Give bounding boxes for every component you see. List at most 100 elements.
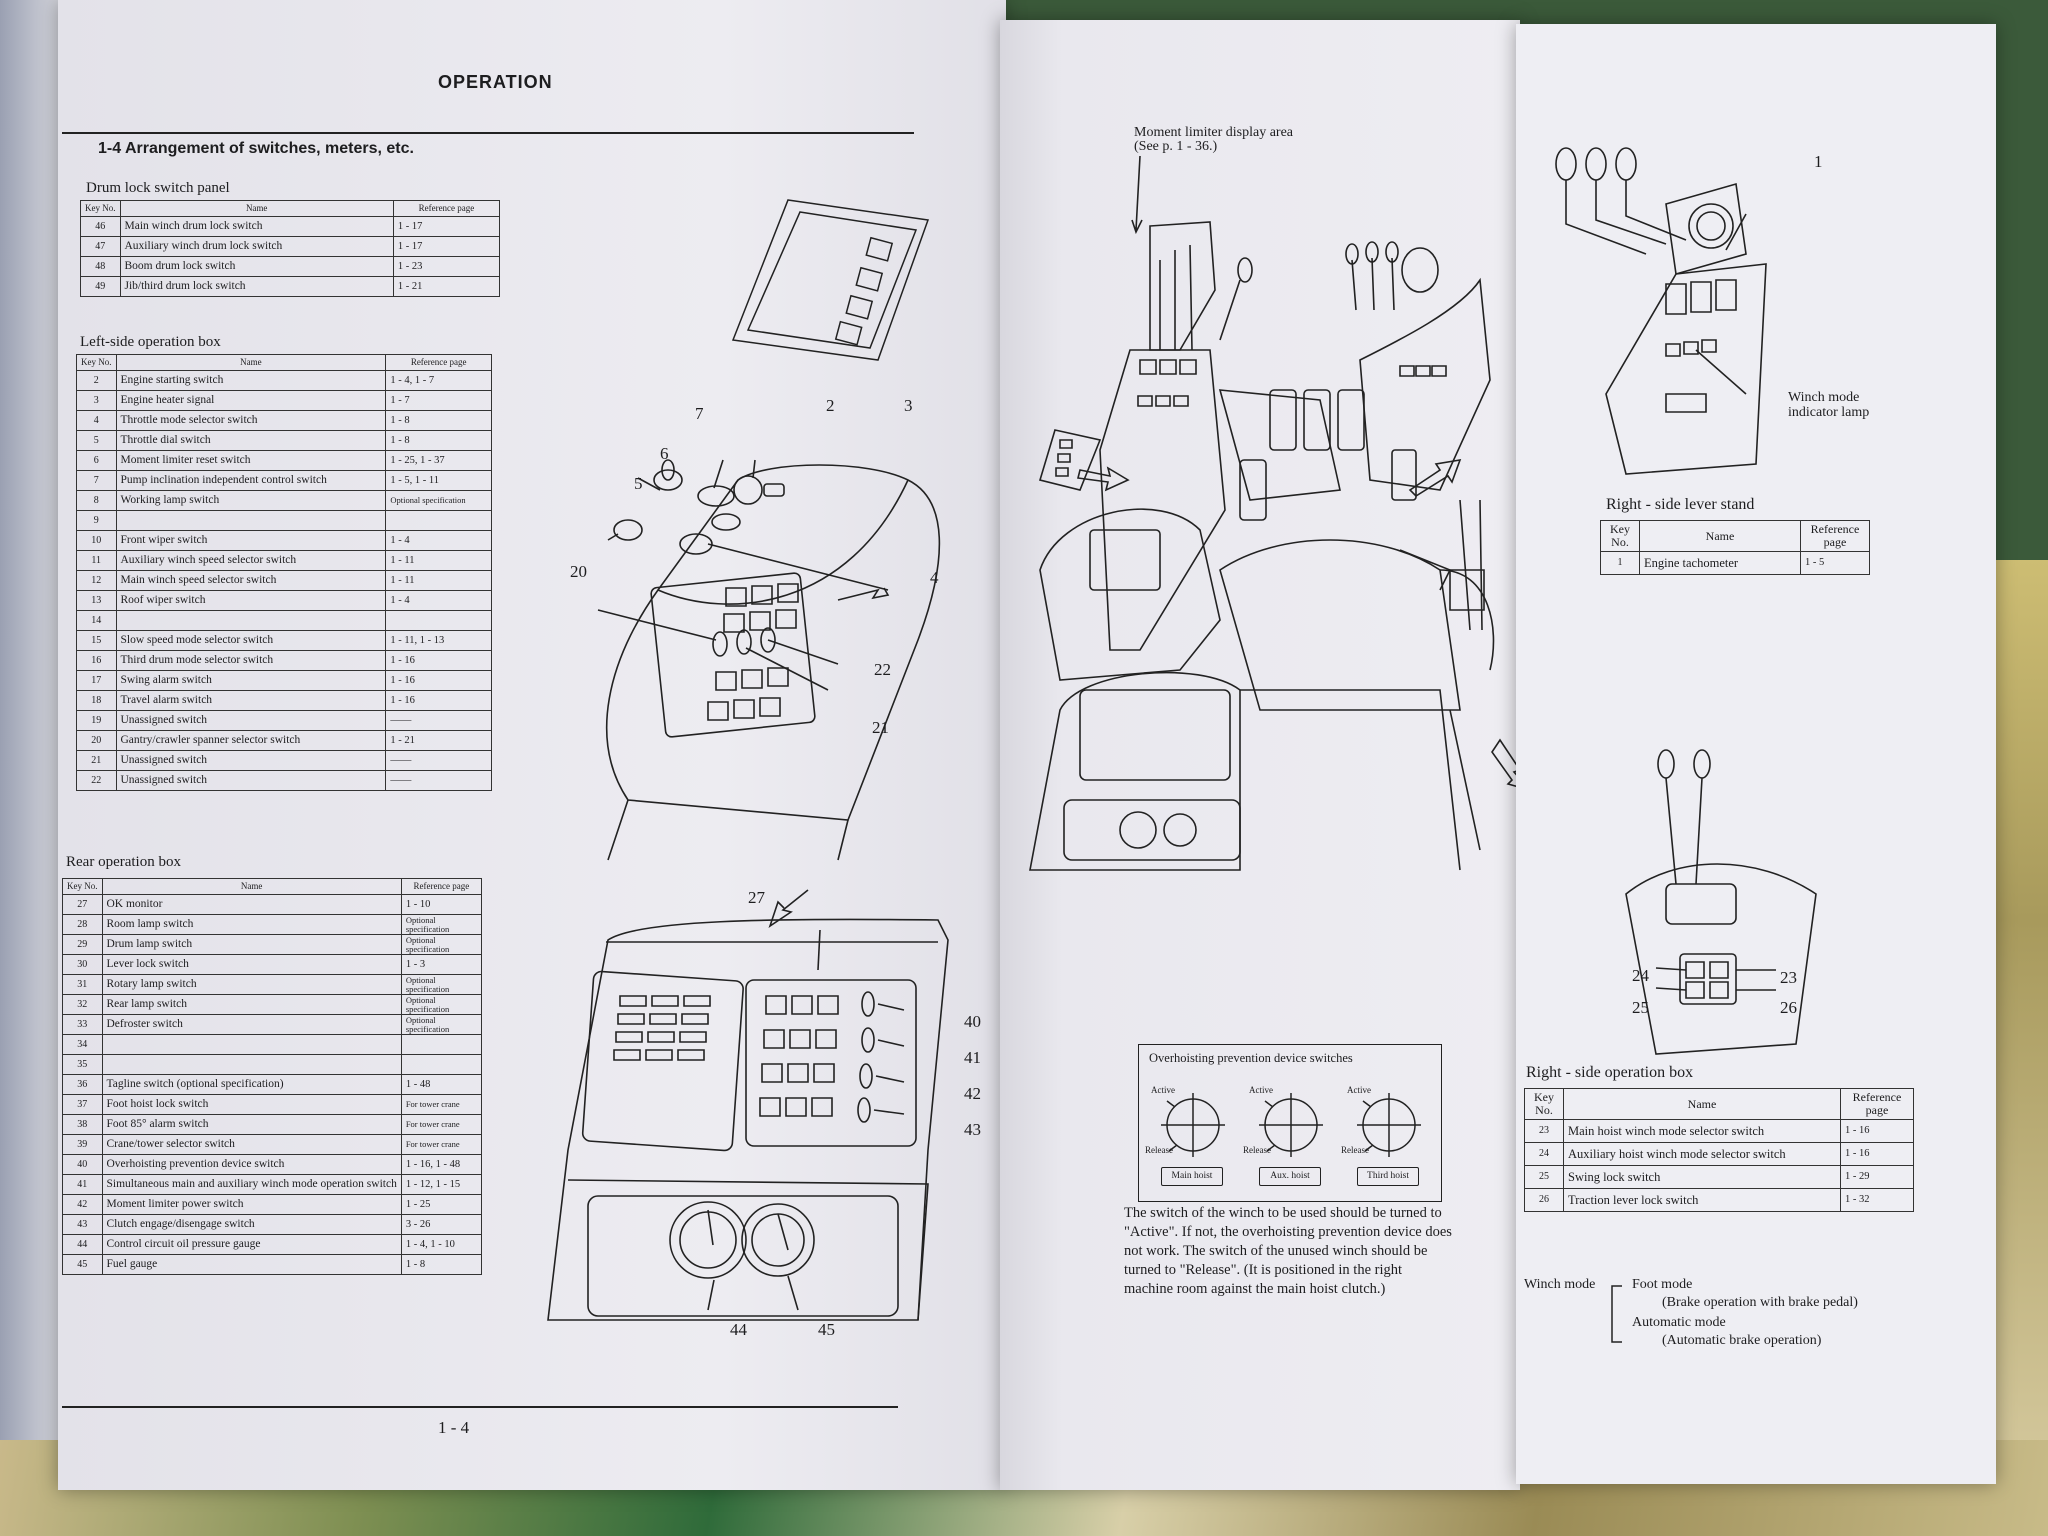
- name-cell: Roof wiper switch: [115, 590, 387, 611]
- winch-mode-bracket: [1608, 1282, 1628, 1352]
- key-no-cell: 30: [62, 954, 103, 975]
- aux-hoist-button[interactable]: Aux. hoist: [1259, 1167, 1321, 1186]
- reference-page-cell: 1 - 4, 1 - 7: [385, 370, 492, 391]
- key-no-cell: 39: [62, 1134, 103, 1155]
- name-cell: Moment limiter power switch: [101, 1194, 402, 1215]
- table-header: Key No. Name Reference page: [1600, 520, 1870, 552]
- reference-page-cell: 1 - 16: [385, 670, 492, 691]
- callout-45: 45: [818, 1320, 835, 1339]
- reference-page-cell: For tower crane: [400, 1134, 483, 1155]
- reference-page-cell: 1 - 3: [400, 954, 483, 975]
- name-cell: Gantry/crawler spanner selector switch: [115, 730, 387, 751]
- name-cell: Boom drum lock switch: [119, 256, 394, 277]
- name-cell: Engine starting switch: [115, 370, 387, 391]
- table-row: 34: [62, 1034, 483, 1055]
- key-no-cell: 19: [76, 710, 117, 731]
- switch-dial-icon: [1251, 1089, 1331, 1159]
- name-cell: [101, 1054, 402, 1075]
- cab-overview-drawing: [1020, 150, 1520, 870]
- reference-page-cell: 1 - 16: [385, 690, 492, 711]
- moment-limiter-label: Moment limiter display area (See p. 1 - …: [1134, 125, 1294, 154]
- table-row: 35: [62, 1054, 483, 1075]
- reference-page-cell: 1 - 11: [385, 570, 492, 591]
- name-cell: Fuel gauge: [101, 1254, 402, 1275]
- key-no-cell: 4: [76, 410, 117, 431]
- callout-42: 42: [964, 1084, 981, 1103]
- key-no-cell: 49: [80, 276, 121, 297]
- key-no-cell: 21: [76, 750, 117, 771]
- callout-24: 24: [1632, 966, 1649, 985]
- reference-page-cell: Optional specification: [400, 914, 483, 935]
- key-no-cell: 35: [62, 1054, 103, 1075]
- key-no-cell: 11: [76, 550, 117, 571]
- foot-mode: Foot mode: [1632, 1277, 1693, 1292]
- key-no-cell: 31: [62, 974, 103, 995]
- reference-page-cell: 1 - 17: [392, 236, 501, 257]
- reference-page-cell: 1 - 16: [1840, 1119, 1914, 1143]
- key-no-cell: 29: [62, 934, 103, 955]
- winch-mode-label: Winch mode: [1524, 1277, 1596, 1292]
- name-cell: Moment limiter reset switch: [115, 450, 387, 471]
- key-no-cell: 14: [76, 610, 117, 631]
- key-no-cell: 2: [76, 370, 117, 391]
- callout-44: 44: [730, 1320, 747, 1339]
- reference-page-cell: 1 - 16: [385, 650, 492, 671]
- key-no-cell: 16: [76, 650, 117, 671]
- reference-page-cell: Optional specification: [400, 934, 483, 955]
- callout-7: 7: [695, 404, 704, 423]
- key-no-cell: 9: [76, 510, 117, 531]
- aux-hoist-switch: Active Release Aux. hoist: [1243, 1079, 1335, 1189]
- key-no-cell: 42: [62, 1194, 103, 1215]
- name-cell: Traction lever lock switch: [1563, 1188, 1841, 1212]
- reference-page-cell: [385, 610, 492, 631]
- key-no-cell: 44: [62, 1234, 103, 1255]
- switch-dial-icon: [1349, 1089, 1429, 1159]
- callout-3: 3: [904, 396, 913, 415]
- overhoist-note: The switch of the winch to be used shoul…: [1124, 1205, 1452, 1297]
- callout-21: 21: [872, 718, 889, 737]
- key-no-cell: 32: [62, 994, 103, 1015]
- name-cell: Main winch drum lock switch: [119, 216, 394, 237]
- main-hoist-button[interactable]: Main hoist: [1161, 1167, 1223, 1186]
- reference-page-cell: Optional specification: [385, 490, 492, 511]
- name-cell: Throttle mode selector switch: [115, 410, 387, 431]
- name-cell: Unassigned switch: [115, 710, 387, 731]
- table-row: 9: [76, 510, 492, 531]
- reference-page-cell: 1 - 17: [392, 216, 501, 237]
- drum-lock-caption: Drum lock switch panel: [86, 180, 230, 196]
- name-cell: Room lamp switch: [101, 914, 402, 935]
- reference-page-cell: 1 - 8: [385, 410, 492, 431]
- foot-mode-desc: (Brake operation with brake pedal): [1662, 1295, 1858, 1310]
- name-cell: Travel alarm switch: [115, 690, 387, 711]
- third-hoist-button[interactable]: Third hoist: [1357, 1167, 1419, 1186]
- name-cell: Main hoist winch mode selector switch: [1563, 1119, 1841, 1143]
